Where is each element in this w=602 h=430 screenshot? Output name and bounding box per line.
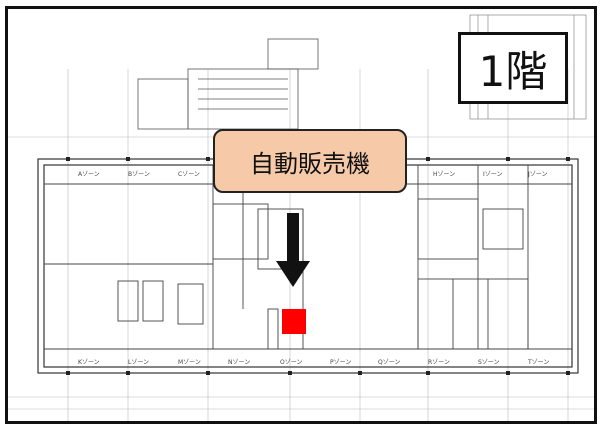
zone-label-p: Pゾーン	[330, 359, 351, 366]
zone-label-h: Hゾーン	[433, 171, 455, 178]
zone-label-r: Rゾーン	[428, 359, 450, 366]
vending-machine-callout: 自動販売機	[213, 129, 407, 193]
floor-plan-drawing: Aゾーン Bゾーン Cゾーン Hゾーン Iゾーン Jゾーン Kゾーン Lゾーン …	[8, 14, 594, 421]
zone-label-o: Oゾーン	[280, 359, 302, 366]
zone-label-j: Jゾーン	[527, 171, 547, 178]
pointer-arrow	[276, 213, 310, 287]
zone-label-b: Bゾーン	[128, 171, 150, 178]
vending-machine-marker	[282, 309, 306, 334]
column-marks	[66, 157, 570, 375]
zone-label-i: Iゾーン	[483, 171, 502, 178]
zone-label-m: Mゾーン	[178, 359, 201, 366]
zone-label-c: Cゾーン	[178, 171, 200, 178]
zone-label-k: Kゾーン	[78, 359, 100, 366]
zone-label-l: Lゾーン	[128, 359, 149, 366]
zone-label-a: Aゾーン	[78, 171, 100, 178]
zone-label-q: Qゾーン	[378, 359, 400, 366]
zone-label-t: Tゾーン	[527, 359, 549, 366]
floor-label: 1階	[458, 32, 568, 104]
zone-label-s: Sゾーン	[478, 359, 500, 366]
stair-block	[137, 38, 319, 130]
construction-lines	[8, 69, 594, 421]
zone-label-n: Nゾーン	[228, 359, 250, 366]
zone-labels: Aゾーン Bゾーン Cゾーン Hゾーン Iゾーン Jゾーン Kゾーン Lゾーン …	[78, 171, 549, 366]
